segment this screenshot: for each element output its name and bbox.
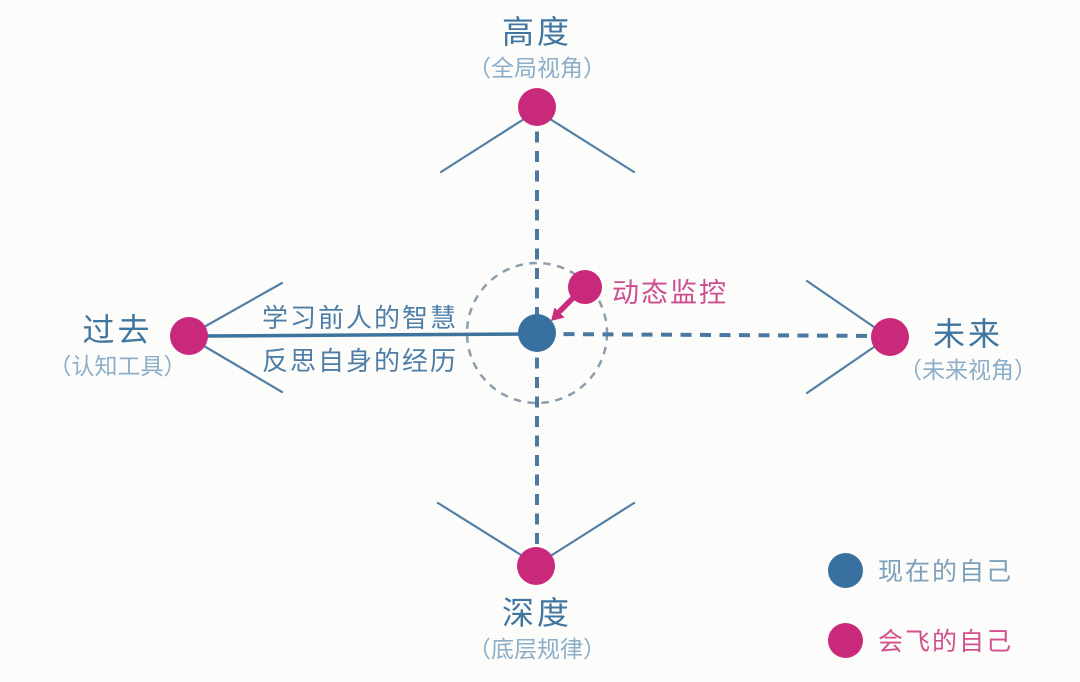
node-top-subtitle: （全局视角） [468, 55, 606, 81]
wing-right-upper [805, 279, 876, 329]
edge-label-below-line: 反思自身的经历 [262, 346, 459, 376]
legend-item-current-self: 现在的自己 [828, 552, 1013, 588]
axis-left-solid [201, 332, 539, 338]
node-left-subtitle: （认知工具） [48, 353, 187, 379]
legend-current-self-label: 现在的自己 [878, 558, 1014, 586]
edge-label-above-line: 学习前人的智慧 [262, 303, 459, 333]
node-bottom-subtitle: （底层规律） [468, 636, 606, 662]
node-top-label: 高度 （全局视角） [407, 16, 667, 80]
node-top-title: 高度 [501, 14, 572, 50]
wing-right-lower [805, 345, 876, 395]
node-bottom-title: 深度 [501, 595, 572, 631]
wing-top-right [548, 117, 636, 174]
node-left-label: 过去 （认知工具） [25, 314, 210, 378]
axis-right-dashed [543, 332, 887, 338]
node-right-title: 未来 [932, 316, 1003, 352]
legend-item-flying-self: 会飞的自己 [828, 622, 1013, 658]
node-bottom-dot [517, 547, 555, 585]
node-bottom-label: 深度 （底层规律） [407, 597, 667, 661]
node-right-label: 未来 （未来视角） [878, 318, 1058, 382]
wing-left-upper [202, 281, 284, 329]
node-right-dot [871, 318, 909, 356]
monitor-arrow-shaft [557, 294, 577, 314]
legend-flying-self-label: 会飞的自己 [878, 628, 1014, 656]
wing-bottom-left [436, 501, 523, 557]
monitor-dot [568, 270, 602, 304]
node-top-dot [518, 88, 556, 126]
legend: 现在的自己 会飞的自己 [828, 552, 1013, 682]
wing-left-lower [202, 344, 284, 394]
legend-pink-dot-icon [828, 622, 863, 658]
monitor-arrow-head [551, 307, 565, 321]
legend-blue-dot-icon [828, 552, 863, 588]
node-right-subtitle: （未来视角） [899, 357, 1037, 383]
center-self-dot [518, 314, 556, 352]
node-left-dot [170, 317, 208, 355]
monitor-annotation: 动态监控 [612, 278, 728, 308]
wing-bottom-right [550, 501, 636, 557]
wing-top-left [439, 117, 526, 174]
node-left-title: 过去 [82, 312, 153, 348]
